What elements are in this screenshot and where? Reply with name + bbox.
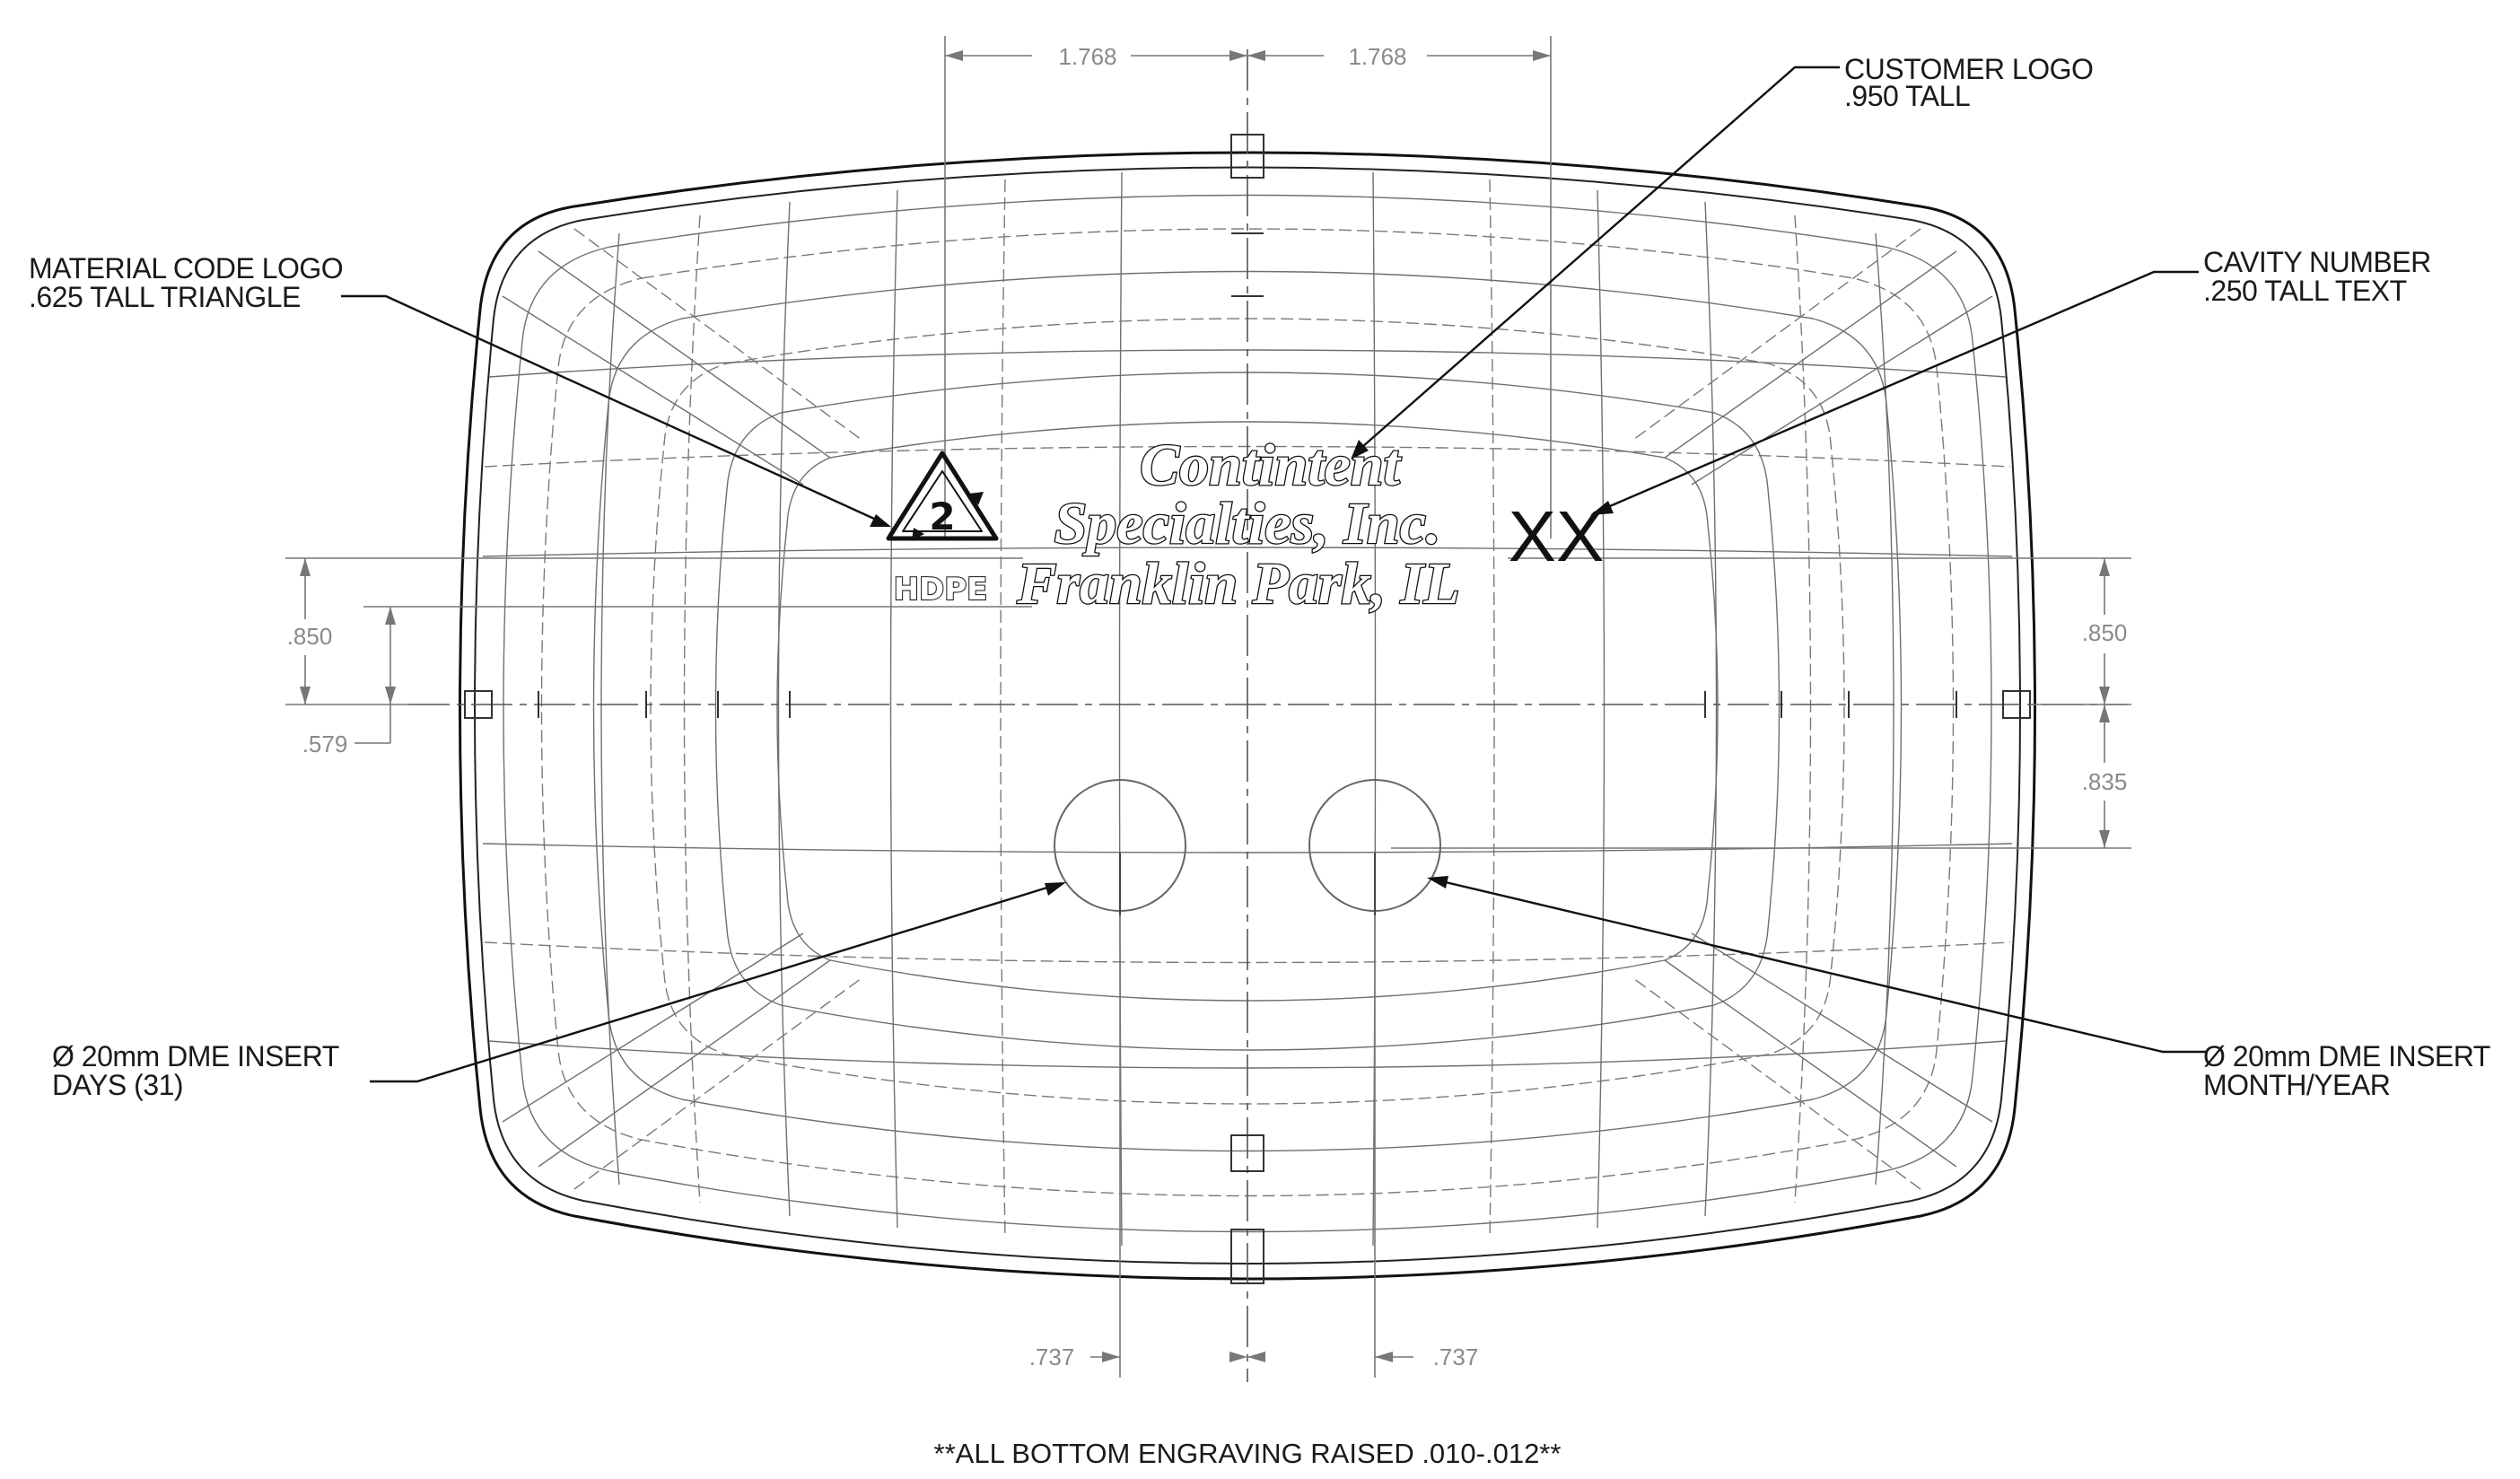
insert-days-detail: DAYS (31)	[52, 1069, 183, 1101]
center-lines	[408, 49, 2127, 1382]
material-code-text: HDPE	[894, 572, 988, 608]
insert-days-label: Ø 20mm DME INSERT	[52, 1040, 339, 1072]
cavity-number-size: .250 TALL TEXT	[2203, 275, 2407, 307]
customer-logo: Contintent Specialties, Inc. Franklin Pa…	[1015, 432, 1461, 618]
leader-lines	[341, 66, 2208, 1083]
dim-bottom-left: .737	[1029, 1343, 1075, 1370]
part-outline	[459, 151, 2036, 1281]
logo-line-2: Specialties, Inc.	[1054, 491, 1441, 556]
dme-insert-left	[1054, 779, 1186, 915]
dimension-lines	[285, 36, 2131, 1378]
customer-logo-size: .950 TALL	[1844, 80, 1970, 112]
callout-customer-logo: CUSTOMER LOGO .950 TALL	[1844, 53, 2094, 112]
dme-insert-right	[1308, 779, 1441, 915]
material-code-size: .625 TALL TRIANGLE	[29, 281, 301, 313]
recycle-triangle-icon: 2	[886, 451, 999, 541]
dim-right-lower: .835	[2082, 768, 2128, 795]
center-ticks	[464, 134, 2031, 1284]
cavity-number-text: XX	[1509, 496, 1605, 576]
insert-month-detail: MONTH/YEAR	[2203, 1069, 2390, 1101]
dim-top-left: 1.768	[1058, 43, 1116, 70]
material-code-label: MATERIAL CODE LOGO	[29, 252, 343, 284]
logo-line-1: Contintent	[1140, 433, 1401, 498]
material-number: 2	[929, 494, 955, 538]
dim-left-lower: .579	[302, 731, 348, 757]
dim-right-upper: .850	[2082, 619, 2128, 646]
callout-insert-month: Ø 20mm DME INSERT MONTH/YEAR	[2203, 1040, 2490, 1101]
engraving-note: **ALL BOTTOM ENGRAVING RAISED .010-.012*…	[934, 1438, 1562, 1469]
callout-cavity-number: CAVITY NUMBER .250 TALL TEXT	[2203, 246, 2431, 307]
dim-top-right: 1.768	[1348, 43, 1406, 70]
customer-logo-label: CUSTOMER LOGO	[1844, 53, 2093, 85]
dim-bottom-right: .737	[1433, 1343, 1479, 1370]
callout-insert-days: Ø 20mm DME INSERT DAYS (31)	[52, 1040, 339, 1101]
cavity-number-label: CAVITY NUMBER	[2203, 246, 2431, 278]
callout-material-code: MATERIAL CODE LOGO .625 TALL TRIANGLE	[29, 252, 344, 313]
logo-line-3: Franklin Park, IL	[1016, 551, 1459, 617]
dim-left-upper: .850	[287, 623, 333, 650]
insert-month-label: Ø 20mm DME INSERT	[2203, 1040, 2490, 1072]
